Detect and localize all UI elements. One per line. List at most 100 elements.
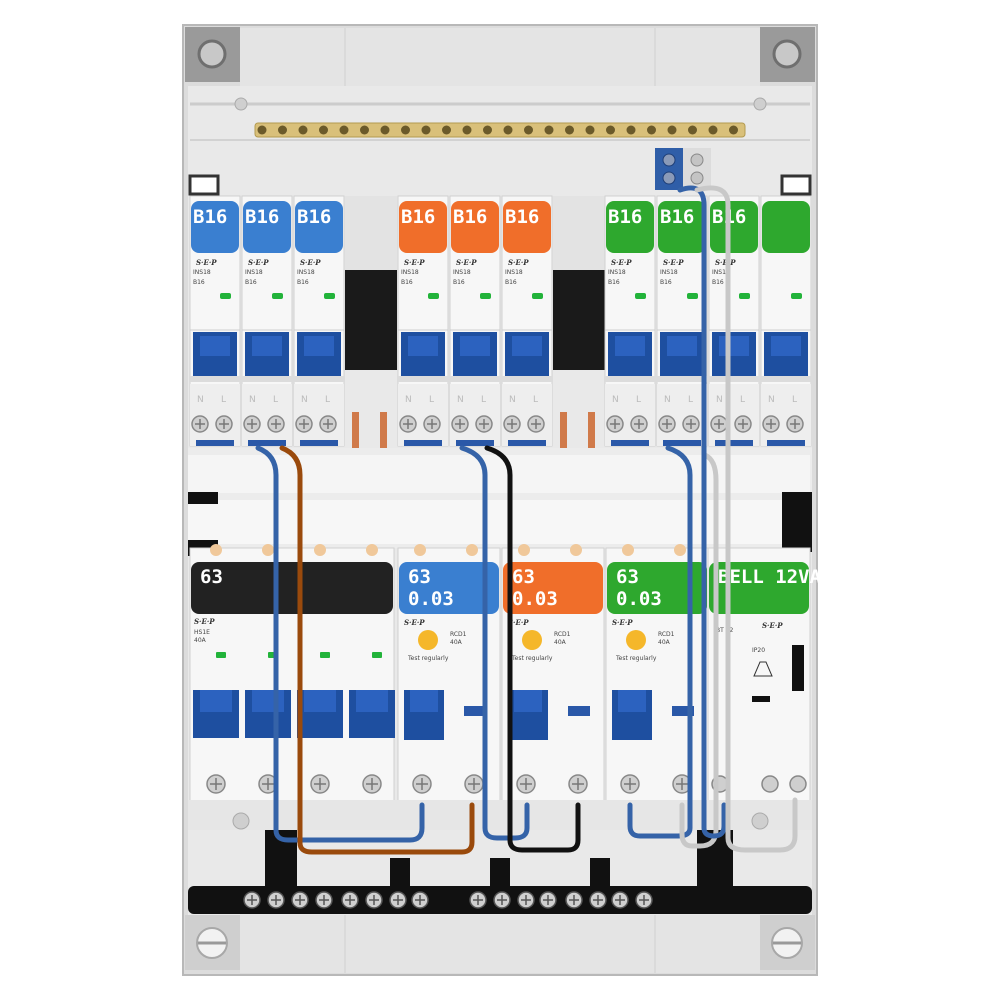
- terminal-letter: L: [221, 395, 226, 405]
- brand-label: S·E·P: [404, 618, 425, 627]
- brand-label: S·E·P: [762, 621, 783, 630]
- earth-busbar: [254, 122, 746, 138]
- device-label-tag: [607, 562, 707, 614]
- wire-blue-2: [459, 445, 530, 841]
- test-button[interactable]: [626, 630, 646, 650]
- rating-label: B16: [297, 279, 309, 286]
- status-indicator: [687, 293, 698, 299]
- busbar-hole: [360, 125, 369, 135]
- brand-label: S·E·P: [196, 258, 217, 267]
- terminal-letter: N: [509, 395, 516, 405]
- circuit-label-tag: [762, 201, 810, 253]
- corner-screw-icon: [185, 27, 240, 82]
- model-label: HS1E: [194, 629, 210, 636]
- circuit-label-tag: [191, 201, 239, 253]
- model-label: INS18: [505, 269, 523, 276]
- model-label: BT 12: [716, 627, 734, 634]
- busbar-hole: [462, 125, 472, 135]
- output-slot: [792, 645, 804, 691]
- wire-black-1: [484, 445, 581, 853]
- device-label-tag: [399, 562, 499, 614]
- status-indicator: [739, 293, 750, 299]
- terminal-letter: N: [197, 395, 204, 405]
- corner-screw-icon: [760, 915, 815, 970]
- device-sublabel: 0.03: [616, 588, 662, 610]
- terminal-letter: N: [768, 395, 775, 405]
- circuit-label: B16: [193, 206, 227, 228]
- busbar-hole: [278, 125, 287, 135]
- circuit-label-tag: [710, 201, 758, 253]
- busbar-hole: [606, 125, 615, 135]
- rating-label: 40A: [194, 637, 207, 644]
- corner-screw-icon: [760, 27, 815, 82]
- brand-label: S·E·P: [612, 618, 633, 627]
- terminal-letter: L: [688, 395, 693, 405]
- busbar-hole: [626, 125, 636, 135]
- rating-label: 40A: [658, 639, 671, 646]
- terminal-letter: N: [405, 395, 412, 405]
- test-note: Test regularly: [407, 655, 449, 662]
- circuit-label-tag: [658, 201, 706, 253]
- busbar-hole: [503, 125, 513, 135]
- circuit-label-tag: [451, 201, 499, 253]
- brand-label: S·E·P: [611, 258, 632, 267]
- wire-brown-1: [279, 445, 475, 855]
- terminal-letter: N: [457, 395, 464, 405]
- wire-blue-3: [627, 445, 693, 839]
- test-note: Test regularly: [511, 655, 553, 662]
- device-label: BELL 12VA: [718, 566, 822, 588]
- model-label: RCD1: [554, 631, 571, 638]
- device-label: 63: [616, 566, 639, 588]
- status-indicator: [324, 293, 335, 299]
- status-indicator: [791, 293, 802, 299]
- busbar-hole: [585, 125, 595, 135]
- circuit-label: B16: [401, 206, 435, 228]
- terminal-letter: N: [716, 395, 723, 405]
- busbar-hole: [339, 125, 349, 135]
- model-label: RCD1: [658, 631, 675, 638]
- device-label-tag: [709, 562, 809, 614]
- device-label: 63: [200, 566, 223, 588]
- wire-grey-2: [694, 185, 798, 853]
- terminal-letter: L: [533, 395, 538, 405]
- busbar-hole: [442, 125, 451, 135]
- test-button[interactable]: [418, 630, 438, 650]
- busbar-hole: [380, 125, 390, 135]
- brand-label: S·E·P: [194, 617, 215, 626]
- circuit-label-tag: [295, 201, 343, 253]
- busbar-hole: [647, 125, 656, 135]
- wire-blue-1: [255, 445, 425, 843]
- status-indicator: [480, 293, 491, 299]
- model-label: INS18: [193, 269, 211, 276]
- model-label: INS18: [297, 269, 315, 276]
- status-indicator: [220, 293, 231, 299]
- corner-screw-icon: [185, 915, 240, 970]
- terminal-letter: N: [301, 395, 308, 405]
- model-label: INS18: [712, 269, 730, 276]
- circuit-label-tag: [399, 201, 447, 253]
- busbar-hole: [298, 125, 308, 135]
- terminal-letter: L: [429, 395, 434, 405]
- circuit-label: B16: [245, 206, 279, 228]
- rating-label: B16: [712, 279, 724, 286]
- busbar-hole: [483, 125, 492, 135]
- circuit-label-tag: [606, 201, 654, 253]
- test-button[interactable]: [522, 630, 542, 650]
